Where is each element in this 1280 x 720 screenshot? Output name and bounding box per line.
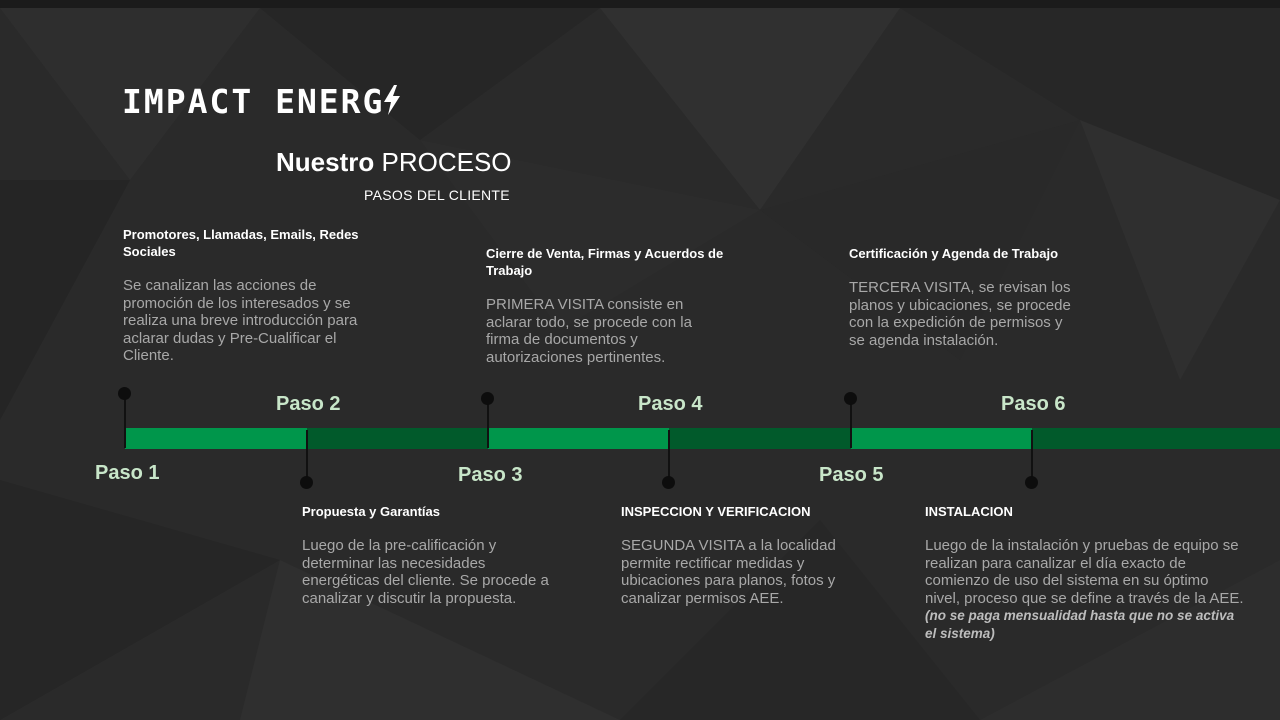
timeline-segment-5 — [851, 428, 1032, 449]
pin-dot-step-2 — [300, 476, 313, 489]
step-6-heading: INSTALACION — [925, 504, 1013, 519]
timeline-segment-4 — [669, 428, 851, 449]
step-3-heading: Cierre de Venta, Firmas y Acuerdos de Tr… — [486, 246, 724, 278]
paso-2-label: Paso 2 — [276, 393, 341, 415]
brand-logo: IMPACT ENERG — [122, 82, 401, 121]
page-title: Nuestro PROCESO — [276, 147, 512, 178]
pin-line-step-5 — [850, 398, 852, 448]
timeline-segment-2 — [307, 428, 488, 449]
paso-1-label: Paso 1 — [95, 462, 160, 484]
title-bold: Nuestro — [276, 147, 375, 177]
pin-dot-step-5 — [844, 392, 857, 405]
step-6-body: Luego de la instalación y pruebas de equ… — [925, 537, 1245, 642]
pin-dot-step-3 — [481, 392, 494, 405]
step-6-body-text: Luego de la instalación y pruebas de equ… — [925, 537, 1244, 607]
timeline-segment-1 — [125, 428, 307, 449]
step-2-heading: Propuesta y Garantías — [302, 504, 440, 519]
page-subtitle: PASOS DEL CLIENTE — [364, 187, 510, 203]
pin-dot-step-4 — [662, 476, 675, 489]
step-5-body: TERCERA VISITA, se revisan los planos y … — [849, 279, 1071, 349]
pin-line-step-4 — [668, 430, 670, 482]
step-2-body: Luego de la pre-calificación y determina… — [302, 537, 549, 607]
title-rest: PROCESO — [381, 147, 512, 177]
step-4-heading: INSPECCION Y VERIFICACION — [621, 504, 811, 519]
top-border — [0, 0, 1280, 8]
step-1-heading: Promotores, Llamadas, Emails, Redes Soci… — [123, 227, 359, 259]
pin-line-step-1 — [124, 393, 126, 448]
step-1-body: Se canalizan las acciones de promoción d… — [123, 277, 358, 364]
logo-text: IMPACT ENERG — [122, 82, 385, 121]
paso-4-label: Paso 4 — [638, 393, 703, 415]
timeline-segment-3 — [488, 428, 669, 449]
paso-6-label: Paso 6 — [1001, 393, 1066, 415]
step-5-heading: Certificación y Agenda de Trabajo — [849, 246, 1059, 261]
pin-line-step-2 — [306, 430, 308, 482]
step-3-body: PRIMERA VISITA consiste en aclarar todo,… — [486, 296, 692, 366]
step-6-note: (no se paga mensualidad hasta que no se … — [925, 608, 1235, 641]
lightning-bolt-icon — [384, 85, 401, 115]
pin-line-step-3 — [487, 398, 489, 448]
pin-dot-step-6 — [1025, 476, 1038, 489]
pin-line-step-6 — [1031, 430, 1033, 482]
timeline-segment-6 — [1032, 428, 1280, 449]
paso-5-label: Paso 5 — [819, 464, 884, 486]
pin-dot-step-1 — [118, 387, 131, 400]
step-4-body: SEGUNDA VISITA a la localidad permite re… — [621, 537, 836, 607]
paso-3-label: Paso 3 — [458, 464, 523, 486]
